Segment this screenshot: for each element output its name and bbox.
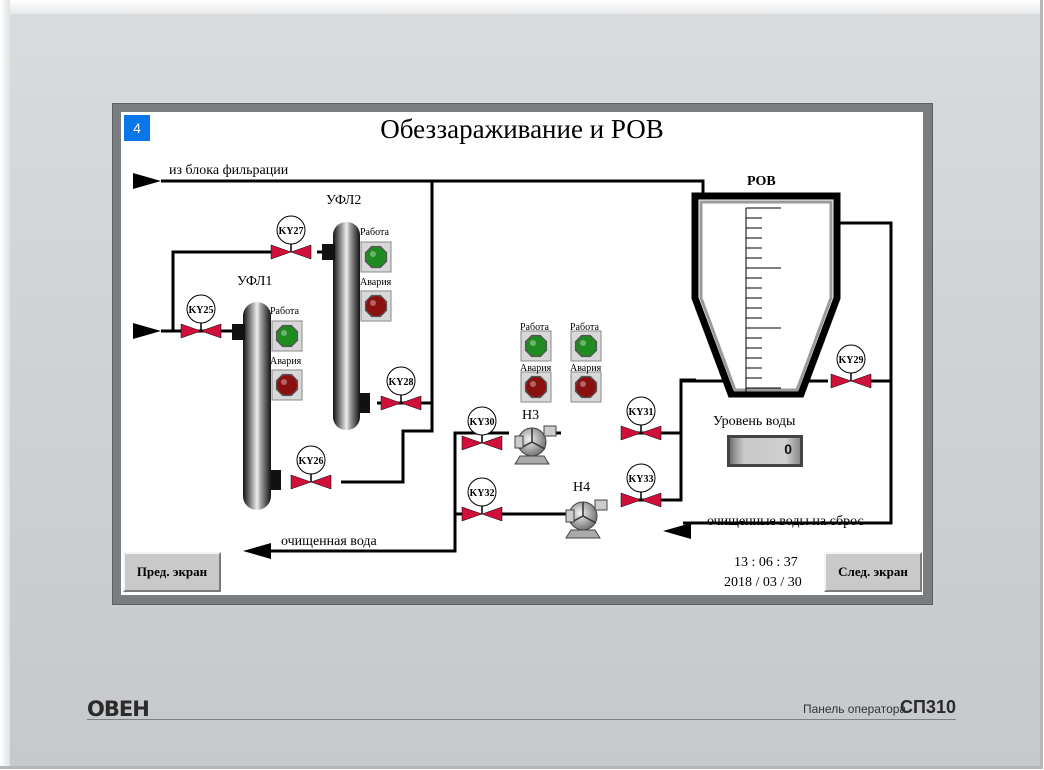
ufl1-work-label: Работа <box>270 306 299 317</box>
next-screen-button[interactable]: След. экран <box>824 552 922 592</box>
label-rov: РОВ <box>747 174 776 189</box>
label-pump-h3: Н3 <box>522 408 540 423</box>
inlet-arrow-discharge <box>663 523 691 539</box>
label-ufl1: УФЛ1 <box>237 274 273 289</box>
lamp-ufl1-work <box>271 320 303 352</box>
h3-work-label: Работа <box>520 322 549 333</box>
page-title: Обеззараживание и РОВ <box>380 114 664 144</box>
valve-ky33[interactable]: KY33 <box>620 463 662 508</box>
valve-ky29[interactable]: KY29 <box>830 344 872 389</box>
valve-tag-ky30: KY30 <box>470 417 495 428</box>
prev-screen-button[interactable]: Пред. экран <box>123 552 221 592</box>
divider <box>87 719 956 720</box>
label-pump-h4: Н4 <box>573 480 591 495</box>
outlet-arrow-purified <box>243 543 271 559</box>
valve-ky30[interactable]: KY30 <box>461 406 503 451</box>
lamp-h4-alarm <box>570 371 602 403</box>
clock-date: 2018 / 03 / 30 <box>724 575 802 590</box>
ufl2-alarm-label: Авария <box>360 277 392 288</box>
pump-h3 <box>514 425 557 465</box>
pump-h4 <box>565 499 608 539</box>
ufl1-column <box>243 302 271 510</box>
ufl2-column <box>333 222 360 430</box>
device-model: СП310 <box>900 697 956 717</box>
inlet-arrow-filter <box>133 173 161 189</box>
water-level-display: 0 <box>727 435 803 467</box>
label-purified-water: очищенная вода <box>281 534 377 549</box>
h4-work-label: Работа <box>570 322 599 333</box>
label-purified-discharge: очищенные воды на сброс <box>707 514 864 529</box>
label-ufl2: УФЛ2 <box>326 193 362 208</box>
valve-tag-ky33: KY33 <box>629 474 654 485</box>
valve-ky27[interactable]: KY27 <box>270 215 312 260</box>
inlet-arrow-ufl <box>133 323 161 339</box>
rov-tank <box>691 192 841 398</box>
valve-tag-ky26: KY26 <box>299 456 324 467</box>
valve-ky25[interactable]: KY25 <box>180 294 222 339</box>
valve-tag-ky32: KY32 <box>470 488 495 499</box>
valve-ky32[interactable]: KY32 <box>461 477 503 522</box>
valve-tag-ky31: KY31 <box>629 407 654 418</box>
lamp-h4-work <box>570 330 602 362</box>
valve-ky31[interactable]: KY31 <box>620 396 662 441</box>
h3-alarm-label: Авария <box>520 363 552 374</box>
valve-tag-ky29: KY29 <box>839 355 864 366</box>
valve-ky28[interactable]: KY28 <box>380 366 422 411</box>
valve-tag-ky25: KY25 <box>189 305 214 316</box>
label-water-level: Уровень воды <box>713 414 796 429</box>
device-caption: Панель оператора <box>803 702 907 716</box>
lamp-h3-alarm <box>520 371 552 403</box>
ufl2-work-label: Работа <box>360 227 389 238</box>
valve-tag-ky27: KY27 <box>279 226 304 237</box>
clock-time: 13 : 06 : 37 <box>734 555 798 570</box>
lamp-h3-work <box>520 330 552 362</box>
label-from-filter: из блока фильрации <box>169 163 289 178</box>
lamp-ufl2-alarm <box>360 290 392 322</box>
valve-tag-ky28: KY28 <box>389 377 414 388</box>
owen-logo: ОВЕН <box>87 697 150 721</box>
valve-ky26[interactable]: KY26 <box>290 445 332 490</box>
lamp-ufl1-alarm <box>271 369 303 401</box>
ufl1-alarm-label: Авария <box>270 356 302 367</box>
water-level-value: 0 <box>784 441 792 457</box>
h4-alarm-label: Авария <box>570 363 602 374</box>
lamp-ufl2-work <box>360 241 392 273</box>
screen-number-badge: 4 <box>124 115 150 141</box>
